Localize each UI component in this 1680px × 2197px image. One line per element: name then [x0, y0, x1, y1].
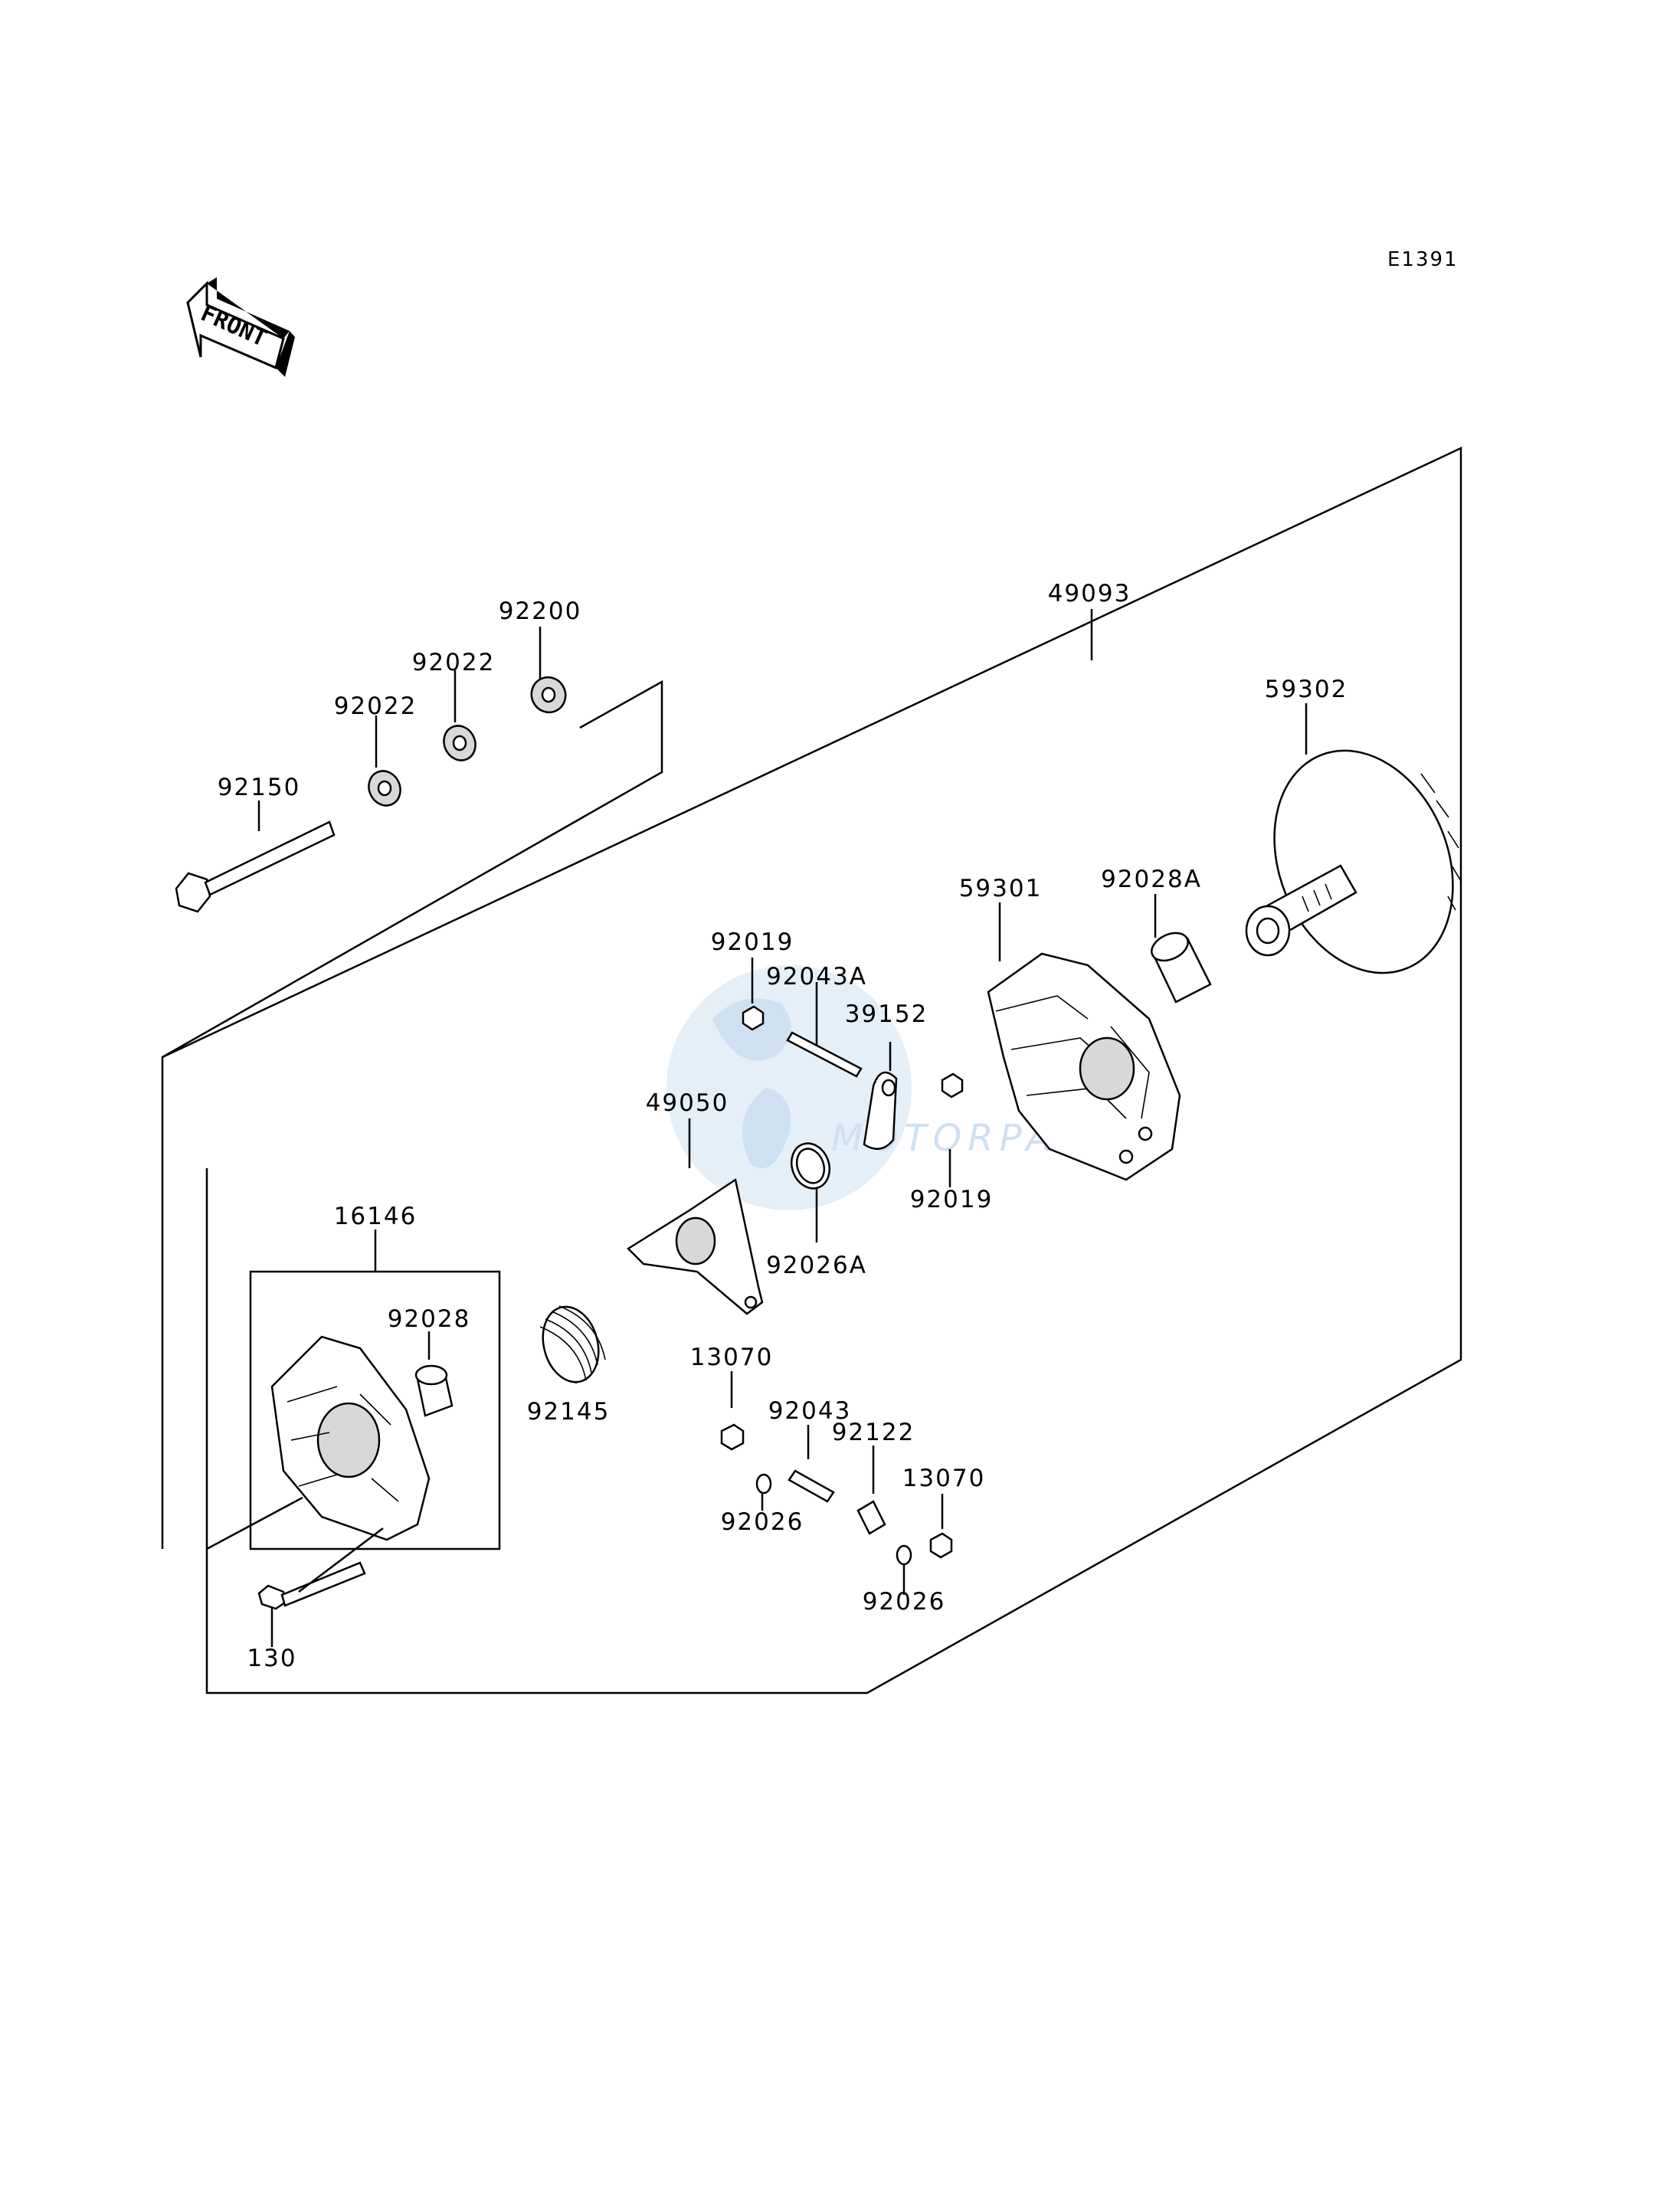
cap-13070-icon — [720, 1423, 745, 1451]
label-92019: 92019 — [910, 1186, 994, 1213]
washer-92022-icon — [443, 725, 476, 761]
leader-130-bolt — [298, 1527, 384, 1593]
leader-130 — [206, 1496, 303, 1550]
cap-13070-icon — [929, 1532, 953, 1559]
label-92145: 92145 — [527, 1398, 611, 1426]
bushing-92122-icon — [856, 1500, 886, 1535]
washer-92026-icon — [896, 1544, 912, 1566]
label-59302: 59302 — [1265, 676, 1348, 703]
weight-39152-icon — [863, 1071, 898, 1150]
washer-92026-icon — [755, 1473, 772, 1495]
fixed-sheave-59302-icon — [1245, 749, 1462, 974]
leader-lines — [257, 609, 1308, 1647]
movable-sheave-59301-icon — [987, 952, 1181, 1181]
nut-92019-icon — [941, 1072, 964, 1098]
front-arrow-icon: FRONT — [186, 277, 295, 377]
label-92122: 92122 — [832, 1419, 915, 1446]
washer-92026A-icon — [790, 1142, 831, 1190]
bushing-92028A-icon — [1151, 932, 1212, 1004]
bolt-92150-icon — [175, 820, 336, 913]
label-92019: 92019 — [711, 928, 794, 956]
label-39152: 39152 — [845, 1000, 928, 1028]
bolt-130-icon — [257, 1561, 366, 1610]
label-92043A: 92043A — [766, 963, 867, 990]
label-13070: 13070 — [690, 1344, 774, 1371]
label-13070: 13070 — [902, 1465, 986, 1492]
label-92026: 92026 — [721, 1508, 804, 1536]
nut-92019-icon — [742, 1005, 765, 1031]
washer-92200-icon — [530, 676, 567, 714]
label-92150: 92150 — [218, 774, 301, 801]
pin-92043A-icon — [786, 1031, 863, 1078]
label-92022: 92022 — [412, 649, 496, 676]
label-16146: 16146 — [334, 1203, 418, 1230]
label-92022: 92022 — [334, 692, 418, 720]
diagram-id: E1391 — [1387, 248, 1459, 271]
part-labels: 92200 92022 92022 92150 49093 59302 5930… — [218, 580, 1348, 1672]
face-16146-icon — [270, 1335, 431, 1541]
label-92028: 92028 — [388, 1305, 471, 1333]
label-49093: 49093 — [1048, 580, 1131, 607]
label-59301: 59301 — [959, 875, 1043, 902]
pin-92043-icon — [788, 1469, 835, 1503]
washer-group-bracket — [162, 679, 663, 1059]
spring-92145-icon — [539, 1305, 606, 1383]
label-130: 130 — [247, 1645, 296, 1672]
label-92043: 92043 — [768, 1397, 852, 1425]
washer-92022-icon — [368, 770, 401, 807]
label-92200: 92200 — [499, 598, 582, 625]
label-49050: 49050 — [646, 1089, 729, 1117]
spider-49050-icon — [627, 1177, 764, 1315]
label-92028A: 92028A — [1101, 866, 1202, 893]
bushing-92028-icon — [414, 1364, 454, 1417]
label-92026: 92026 — [863, 1588, 946, 1616]
label-92026A: 92026A — [766, 1252, 867, 1279]
